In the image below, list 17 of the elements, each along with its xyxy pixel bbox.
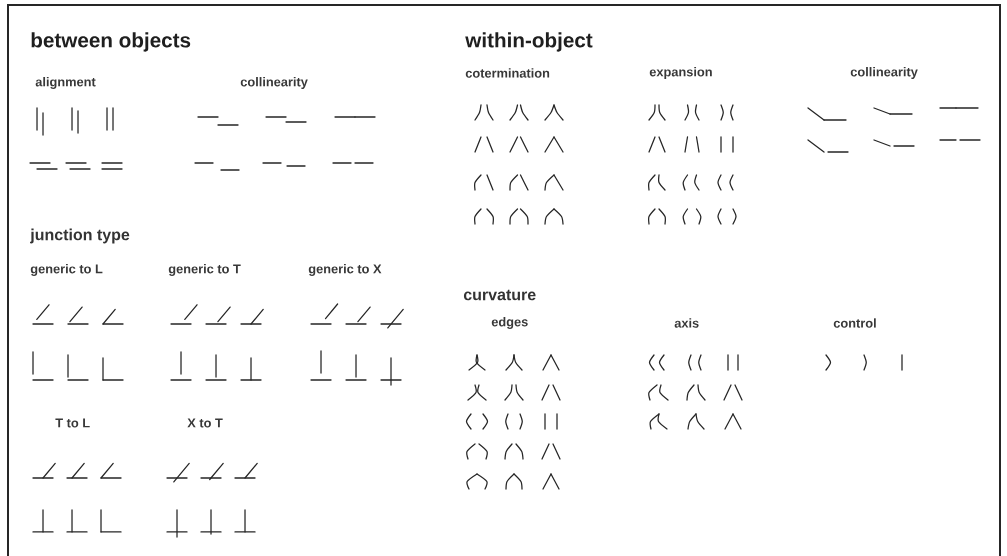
panel-heading: generic to L [30, 264, 103, 276]
panel-heading: axis [674, 318, 699, 328]
panel-heading: collinearity [240, 77, 308, 89]
panel-heading: alignment [35, 77, 96, 89]
panel-heading: X to T [187, 418, 223, 428]
panel-heading: control [833, 318, 876, 328]
panel-heading: cotermination [465, 68, 550, 78]
panel-heading: expansion [649, 67, 712, 79]
panel-heading: collinearity [850, 67, 918, 79]
section-heading: within-object [465, 32, 593, 52]
section-heading: between objects [31, 32, 191, 52]
panel-heading: generic to T [168, 264, 241, 276]
panel-heading: edges [491, 317, 528, 329]
group-heading: junction type [30, 228, 130, 244]
panel-heading: T to L [55, 418, 90, 428]
group-heading: curvature [463, 289, 536, 301]
panel-heading: generic to X [308, 264, 382, 276]
